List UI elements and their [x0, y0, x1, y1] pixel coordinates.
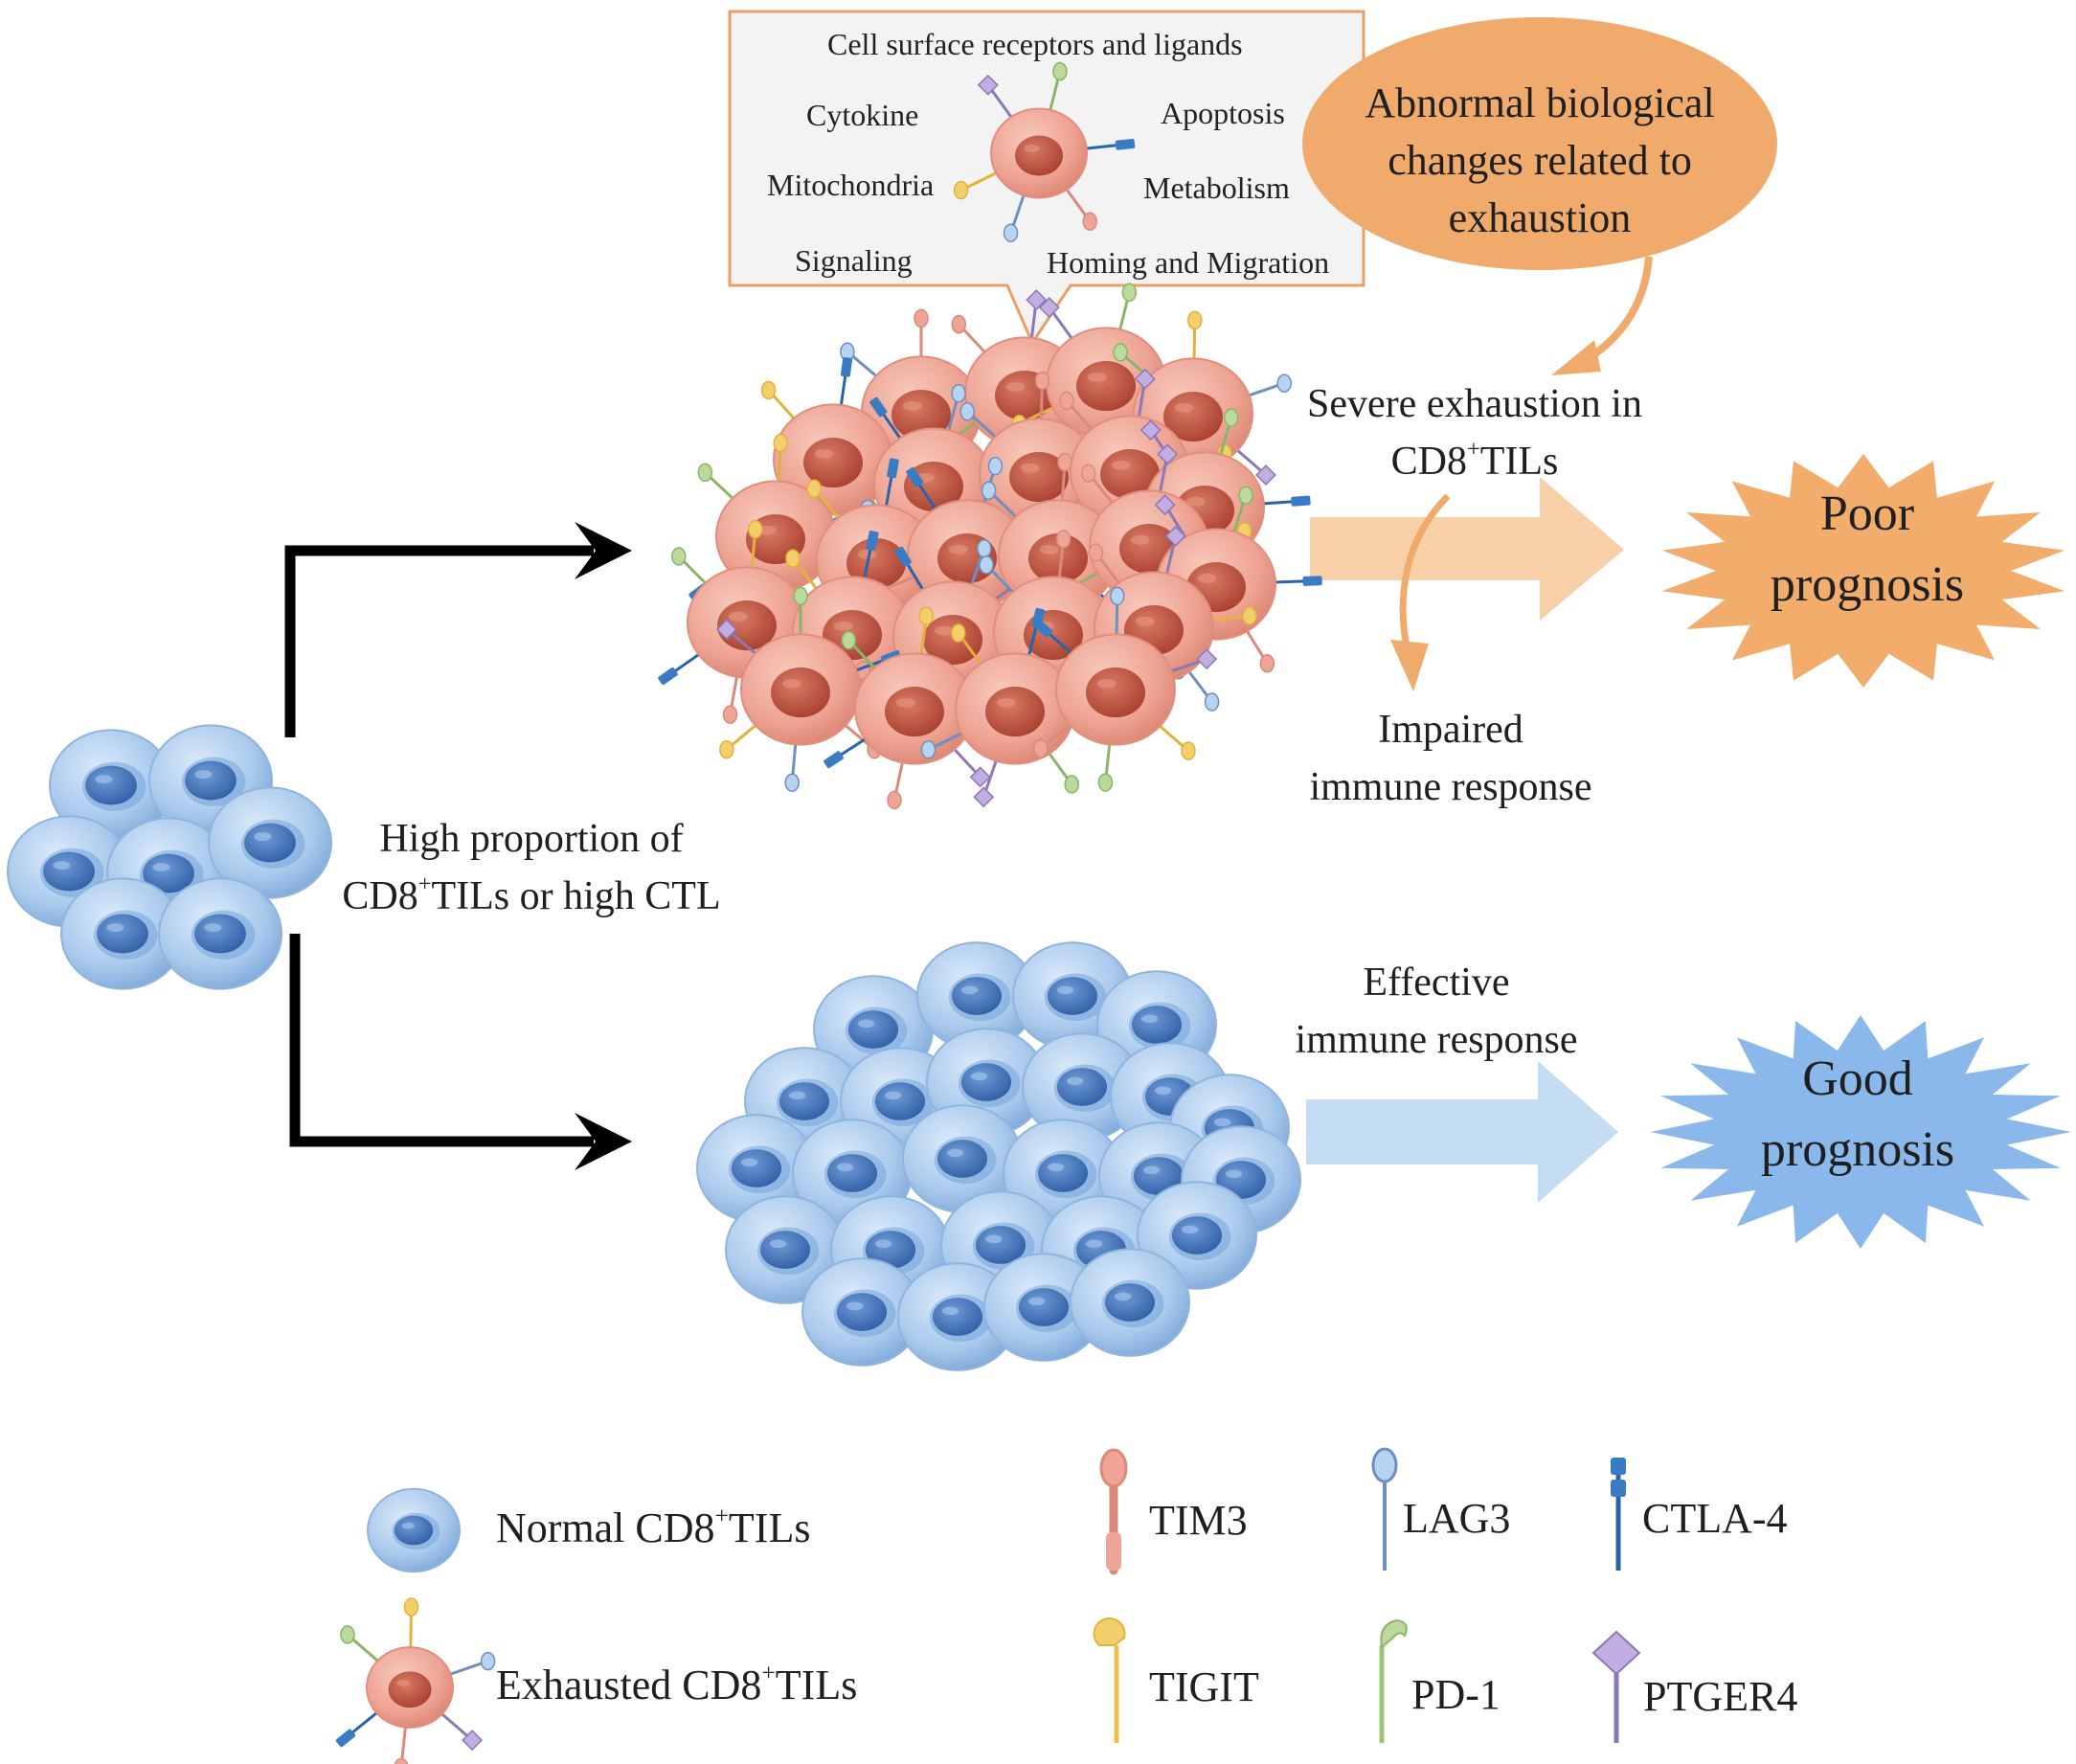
exhausted-cell — [1032, 586, 1218, 792]
abnormal-line3: exhaustion — [1448, 194, 1632, 241]
normal-cell — [60, 877, 185, 990]
exhausted-cell — [824, 606, 1016, 810]
normal-cell — [696, 1114, 817, 1223]
exhausted-cell — [658, 520, 848, 724]
effective-line1: Effective — [1363, 961, 1510, 1005]
arrowhead-lower — [575, 1113, 632, 1170]
effective-response-label: Effective immune response — [1264, 954, 1609, 1069]
effective-line2: immune response — [1295, 1018, 1578, 1062]
poor-prognosis-star — [1661, 454, 2065, 688]
severe-line2: CD8+TILs — [1390, 436, 1559, 484]
exhausted-cell — [335, 1597, 496, 1764]
legend-ptger4-label: PTGER4 — [1643, 1673, 1798, 1720]
normal-cell — [367, 1487, 461, 1573]
impaired-line2: immune response — [1309, 765, 1592, 809]
normal-cell — [158, 877, 282, 990]
exhausted-cell — [920, 607, 1118, 808]
legend-exhausted-cell-icon — [335, 1597, 496, 1764]
normal-cell — [7, 815, 131, 928]
exhausted-cell — [953, 61, 1136, 242]
severe-line1: Severe exhaustion in — [1307, 382, 1642, 426]
high-prop-line1: High proportion of — [379, 817, 684, 861]
blue-flow-arrow — [1306, 1061, 1618, 1203]
ctla4-icon — [1611, 1458, 1626, 1571]
legend-tigit-label: TIGIT — [1149, 1663, 1259, 1710]
pd1-icon — [1379, 1618, 1408, 1743]
normal-cell — [1110, 1042, 1230, 1151]
poor-prognosis-label: Poor prognosis — [1714, 479, 2020, 621]
orange-flow-arrow — [1310, 477, 1624, 621]
callout-metabolism: Metabolism — [1143, 170, 1290, 205]
poor-line1: Poor — [1819, 486, 1915, 541]
tigit-icon — [1093, 1617, 1126, 1743]
exhausted-cell — [715, 586, 902, 792]
normal-cell — [725, 1195, 846, 1304]
normal-cell — [801, 1257, 922, 1367]
callout-title: Cell surface receptors and ligands — [827, 27, 1243, 61]
high-proportion-label: High proportion of CD8+TILs or high CTL — [316, 810, 747, 925]
legend-tim3-label: TIM3 — [1149, 1497, 1248, 1544]
tim3-icon — [1099, 1448, 1128, 1575]
callout-signaling: Signaling — [795, 243, 913, 278]
callout-apoptosis: Apoptosis — [1161, 96, 1285, 130]
impaired-response-label: Impaired immune response — [1274, 701, 1628, 816]
callout-homing: Homing and Migration — [1047, 245, 1330, 280]
callout-exhausted-cell — [953, 61, 1136, 242]
legend-ctla4-label: CTLA-4 — [1642, 1495, 1788, 1542]
poor-line2: prognosis — [1770, 557, 1965, 612]
good-line2: prognosis — [1760, 1122, 1955, 1177]
normal-cell-cluster-large — [696, 941, 1301, 1371]
normal-cell — [1070, 1248, 1190, 1357]
impaired-line1: Impaired — [1378, 708, 1523, 752]
arrowhead-upper — [575, 522, 632, 579]
abnormal-changes-text: Abnormal biological changes related to e… — [1341, 75, 1739, 247]
exhausted-cell-cluster — [658, 283, 1322, 810]
good-line1: Good — [1802, 1052, 1913, 1106]
ptger4-icon — [1591, 1630, 1641, 1743]
severe-exhaustion-label: Severe exhaustion in CD8+TILs — [1274, 375, 1676, 490]
abnormal-line2: changes related to — [1388, 137, 1692, 184]
good-prognosis-star — [1650, 1015, 2071, 1249]
normal-cell — [983, 1253, 1104, 1362]
callout-mitochondria: Mitochondria — [767, 168, 935, 202]
legend-exhausted-label: Exhausted CD8+TILs — [496, 1658, 858, 1708]
normal-cell — [49, 729, 173, 842]
high-prop-line2: CD8+TILs or high CTL — [342, 871, 721, 918]
normal-cell — [208, 786, 332, 899]
legend-lag3-label: LAG3 — [1403, 1495, 1511, 1542]
lag3-icon — [1371, 1447, 1398, 1571]
legend-normal-cell-icon — [367, 1487, 461, 1573]
abnormal-line1: Abnormal biological — [1365, 79, 1715, 126]
normal-cell-cluster-small — [7, 724, 332, 990]
legend-pd1-label: PD-1 — [1411, 1671, 1501, 1718]
abnormal-changes-bubble — [1302, 17, 1777, 375]
good-prognosis-label: Good prognosis — [1704, 1044, 2011, 1186]
impaired-curve-arrow — [1399, 493, 1451, 662]
branch-arrows — [284, 545, 594, 1147]
legend-normal-label: Normal CD8+TILs — [496, 1501, 811, 1551]
callout-cytokine: Cytokine — [806, 98, 919, 132]
